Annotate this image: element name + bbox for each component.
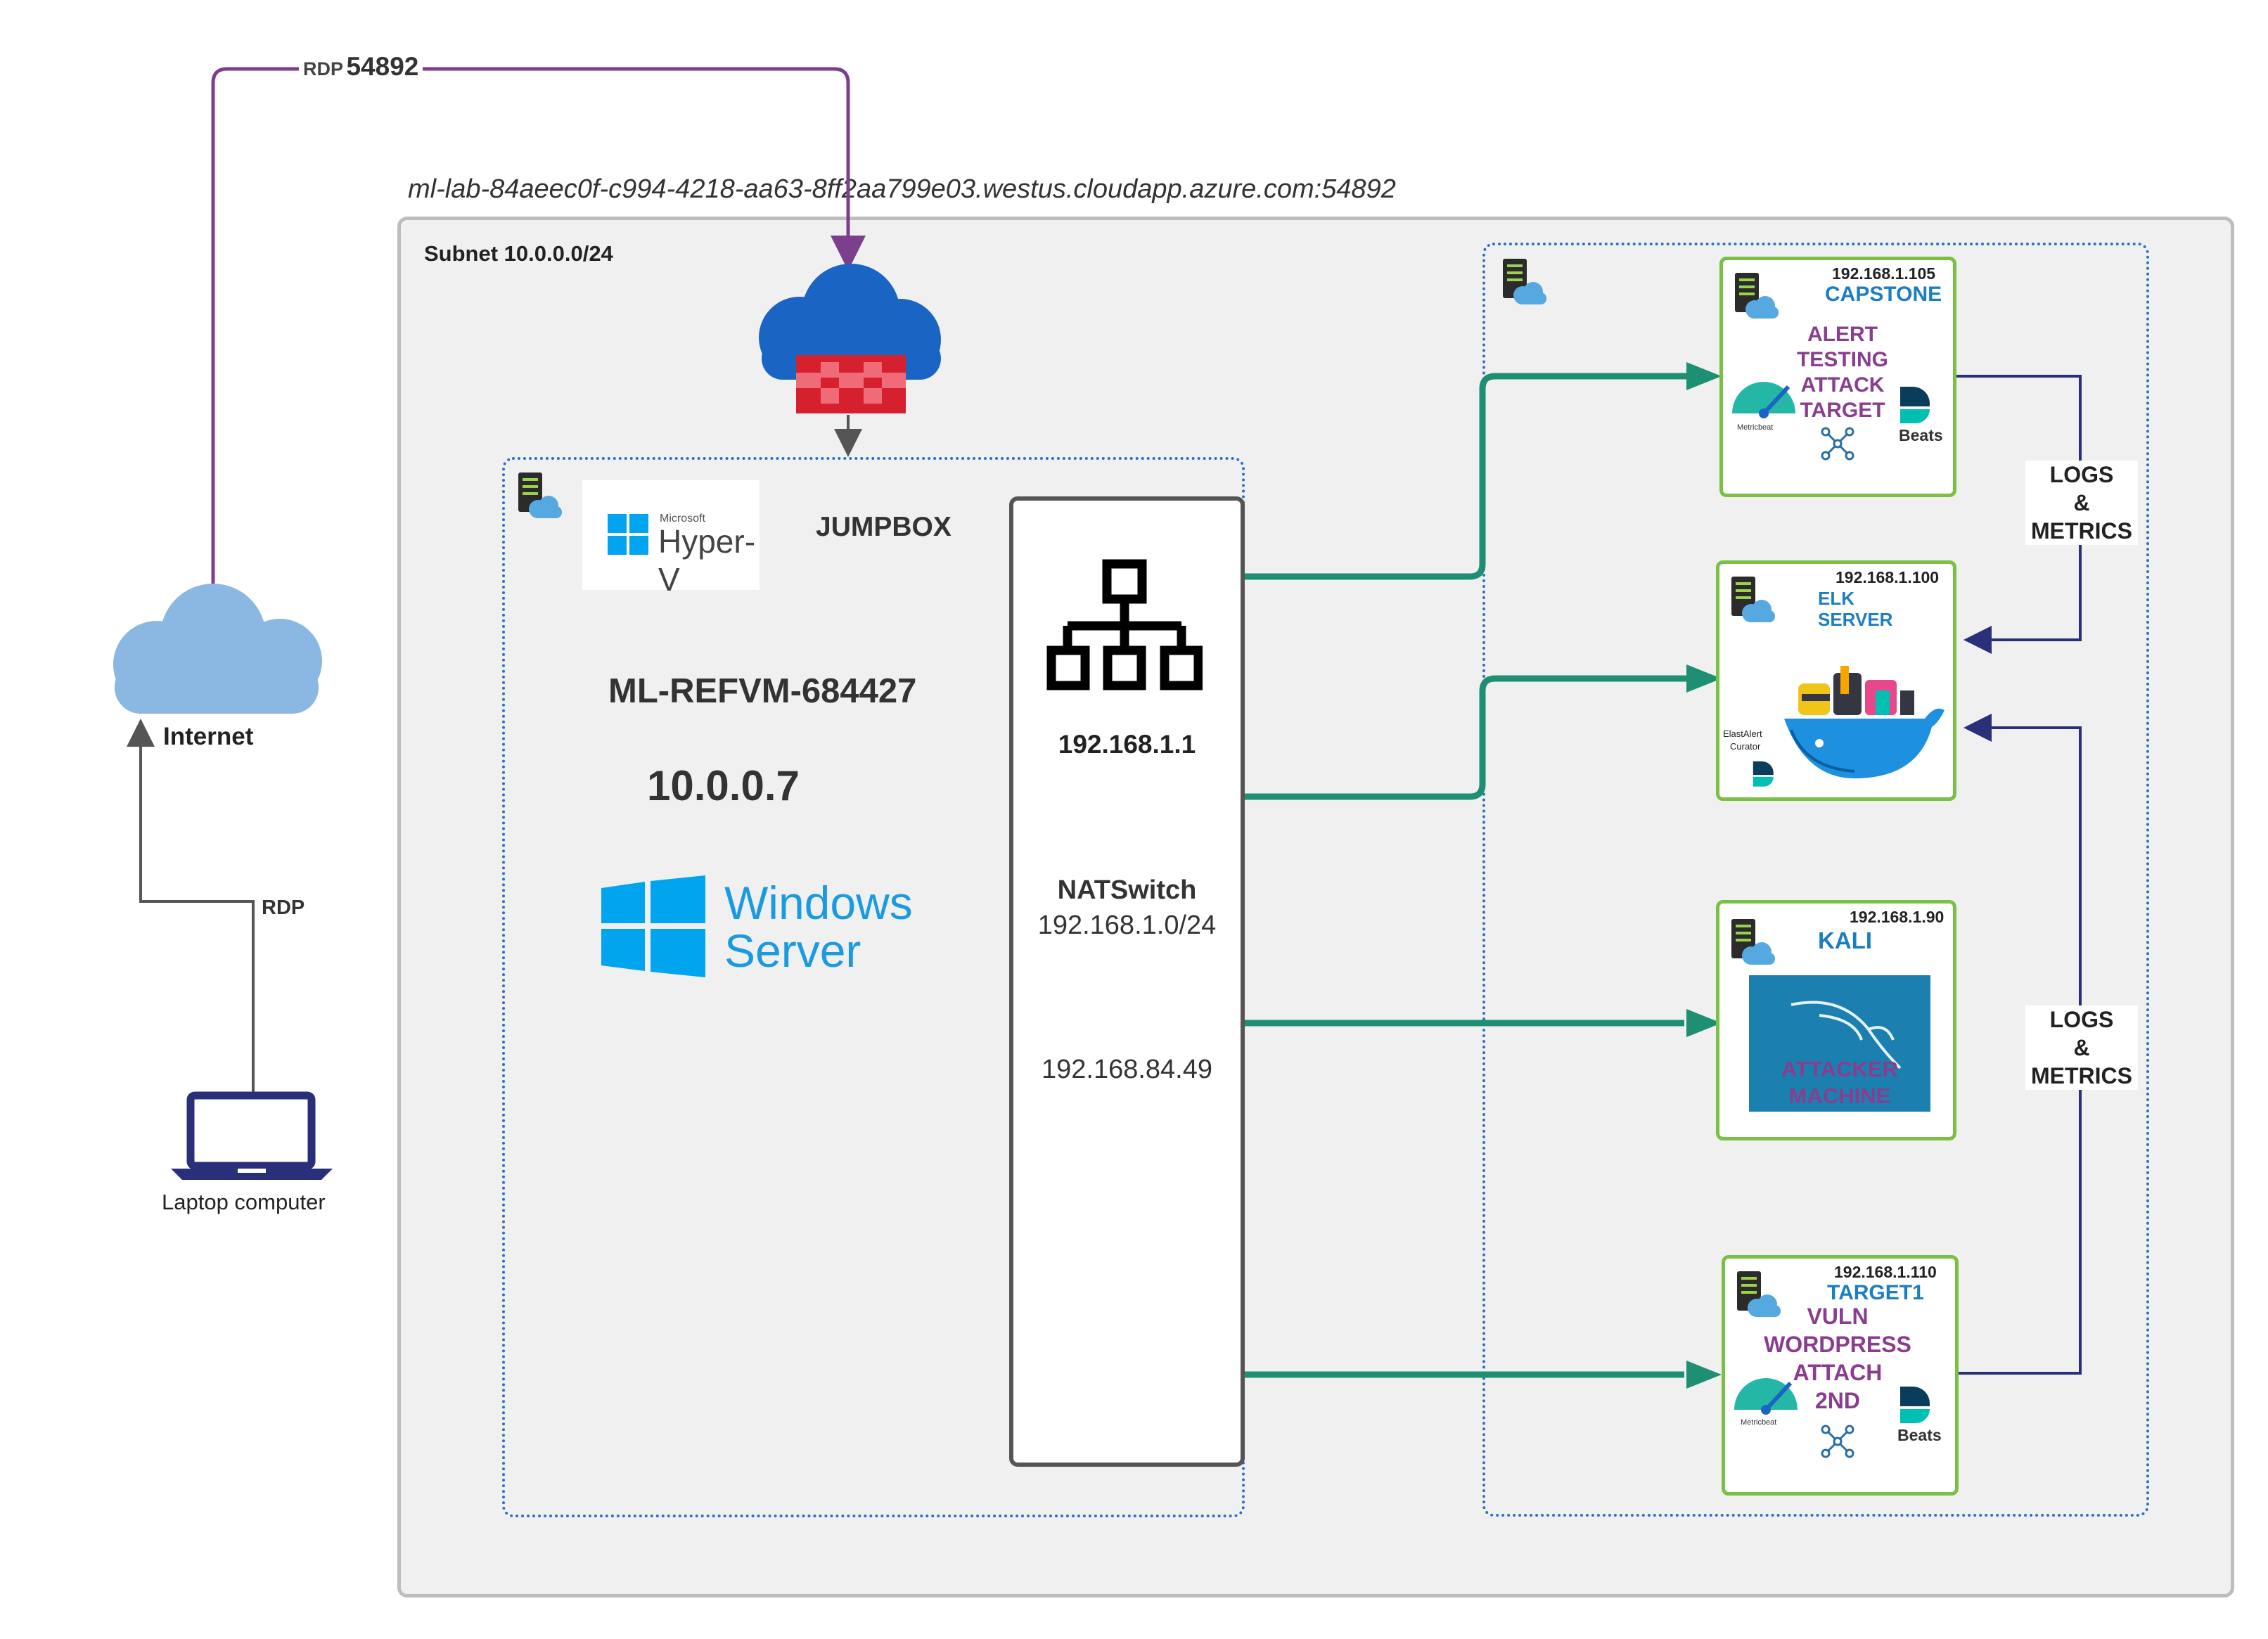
logs-2-line1: LOGS	[2049, 1007, 2114, 1032]
vm-capstone[interactable]: 192.168.1.105 CAPSTONE ALERT TESTING ATT…	[1719, 257, 1956, 497]
capstone-role-3: ATTACK	[1800, 373, 1885, 397]
windows-logo-icon	[601, 875, 705, 977]
target1-role-3: ATTACH	[1793, 1360, 1883, 1385]
elk-name-line1: ELK	[1818, 588, 1854, 609]
azure-cloud-firewall-icon	[759, 264, 941, 413]
kali-role: ATTACKER MACHINE	[1749, 1056, 1930, 1110]
nat-gateway-ip: 192.168.1.1	[1058, 730, 1196, 759]
vm-target1[interactable]: 192.168.1.110 TARGET1 VULN WORDPRESS ATT…	[1722, 1255, 1959, 1496]
logs-1-line2: &	[2073, 490, 2090, 515]
vm-group-server-icon	[1503, 259, 1546, 304]
vm-elk[interactable]: 192.168.1.100 ELK SERVER ElastAlert Cura…	[1716, 560, 1956, 801]
windows-text-line1: Windows	[724, 877, 913, 929]
rdp-public-label: RDP 54892	[299, 52, 423, 82]
packetbeat-icon	[1821, 427, 1854, 461]
target1-ip: 192.168.1.110	[1834, 1263, 1937, 1281]
elastalert-line2: Curator	[1730, 741, 1761, 752]
hyperv-microsoft-text: Microsoft	[660, 513, 705, 525]
elastalert-label: ElastAlert Curator	[1723, 728, 1762, 753]
elk-name: ELK SERVER	[1818, 588, 1892, 630]
kali-role-line1: ATTACKER	[1781, 1057, 1898, 1081]
logs-metrics-label-1: LOGS & METRICS	[2025, 461, 2138, 545]
jumpbox-hostname: ML-REFVM-684427	[608, 672, 917, 710]
capstone-ip: 192.168.1.105	[1832, 264, 1936, 283]
capstone-role: ALERT TESTING ATTACK TARGET	[1790, 322, 1895, 423]
target1-beats-icon	[1900, 1387, 1930, 1423]
logs-2-line2: &	[2073, 1035, 2090, 1060]
logs-metrics-label-2: LOGS & METRICS	[2025, 1005, 2138, 1090]
logs-1-line3: METRICS	[2031, 518, 2132, 544]
hyperv-text: Hyper-V	[658, 523, 756, 598]
nat-to-capstone-link	[1245, 373, 1688, 580]
target1-role-1: VULN	[1807, 1304, 1869, 1329]
beats-icon	[1900, 387, 1930, 423]
windows-server-text: Windows Server	[724, 879, 913, 975]
elk-name-line2: SERVER	[1818, 609, 1893, 630]
target1-name: TARGET1	[1827, 1281, 1924, 1304]
target1-beats-label: Beats	[1897, 1426, 1942, 1444]
rdp-public-link	[211, 67, 866, 584]
laptop-rdp-label: RDP	[262, 896, 305, 919]
target1-role: VULN WORDPRESS ATTACH 2ND	[1753, 1302, 1922, 1415]
metricbeat-icon	[1732, 382, 1795, 418]
target1-metricbeat-icon	[1734, 1378, 1798, 1415]
capstone-server-icon	[1735, 273, 1779, 319]
target1-metricbeat-label: Metricbeat	[1741, 1418, 1777, 1427]
internet-cloud-icon	[113, 584, 322, 714]
natswitch-subnet: 192.168.1.0/24	[1037, 911, 1217, 940]
logs-2-line3: METRICS	[2031, 1063, 2132, 1088]
vm-server-icon	[518, 473, 562, 518]
kali-name: KALI	[1818, 927, 1872, 953]
hyperv-windows-icon	[608, 514, 648, 555]
kali-banner: ATTACKER MACHINE	[1749, 975, 1930, 1112]
kali-role-line2: MACHINE	[1788, 1084, 1891, 1108]
vm-group	[1482, 243, 2149, 1517]
hyperv-logo: Microsoft Hyper-V	[582, 480, 760, 598]
nat-to-elk-link	[1245, 675, 1688, 800]
rdp-protocol: RDP	[303, 58, 344, 79]
vm-kali[interactable]: 192.168.1.90 KALI ATTACKER MACHINE	[1716, 900, 1956, 1140]
laptop-label: Laptop computer	[162, 1190, 326, 1214]
target1-role-4: 2ND	[1814, 1388, 1860, 1413]
target1-role-2: WORDPRESS	[1764, 1332, 1911, 1357]
capstone-metricbeat-label: Metricbeat	[1737, 423, 1774, 432]
natswitch-ext-ip: 192.168.84.49	[1041, 1055, 1212, 1084]
elk-ip: 192.168.1.100	[1835, 568, 1940, 586]
capstone-role-4: TARGET	[1800, 399, 1885, 422]
jumpbox-title: JUMPBOX	[816, 512, 952, 542]
capstone-role-2: TESTING	[1796, 348, 1888, 371]
hostname-label: ml-lab-84aeec0f-c994-4218-aa63-8ff2aa799…	[408, 174, 1396, 204]
elk-server-icon	[1731, 577, 1775, 622]
internet-label: Internet	[163, 723, 254, 750]
capstone-name: CAPSTONE	[1825, 283, 1942, 306]
target1-server-icon	[1737, 1271, 1781, 1317]
elastalert-line1: ElastAlert	[1723, 728, 1762, 739]
kali-ip: 192.168.1.90	[1850, 908, 1945, 926]
rdp-port: 54892	[346, 52, 419, 81]
laptop-icon	[171, 1091, 333, 1180]
natswitch-name: NATSwitch	[1057, 875, 1197, 905]
kali-server-icon	[1731, 919, 1775, 965]
subnet-label: Subnet 10.0.0.0/24	[424, 241, 613, 266]
logs-1-line1: LOGS	[2049, 462, 2114, 487]
laptop-to-internet-link	[127, 719, 255, 1093]
jumpbox-ip: 10.0.0.7	[647, 762, 800, 809]
windows-text-line2: Server	[724, 925, 861, 977]
target1-packetbeat-icon	[1821, 1425, 1854, 1458]
kali-dragon-icon	[1790, 1001, 1902, 1069]
docker-elk-icon	[1784, 666, 1945, 778]
capstone-role-1: ALERT	[1807, 323, 1878, 346]
network-switch-icon	[1046, 559, 1203, 690]
capstone-beats-label: Beats	[1899, 426, 1943, 444]
elk-beats-icon	[1753, 761, 1774, 787]
